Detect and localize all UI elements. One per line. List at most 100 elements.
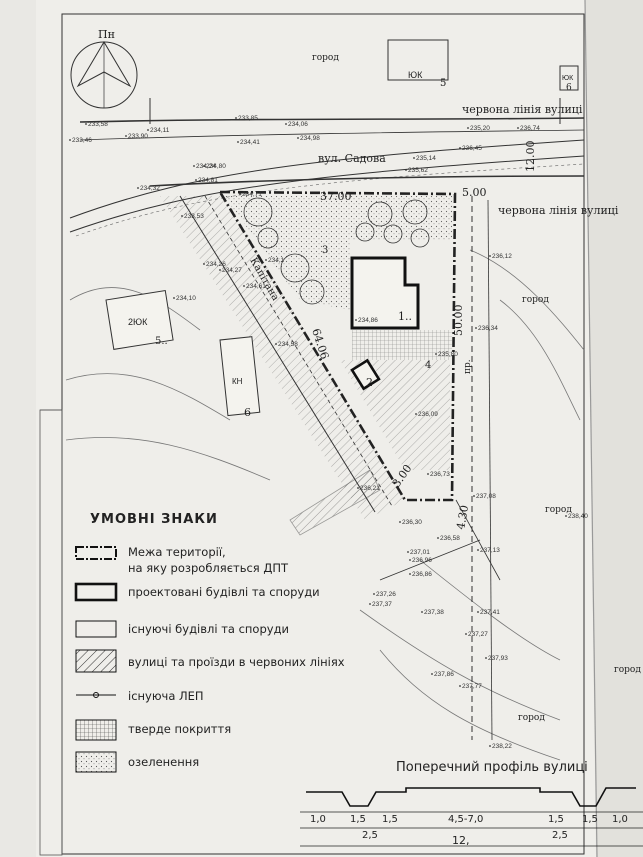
legend-item-label: існуючі будівлі та споруди xyxy=(128,622,289,636)
trees xyxy=(243,197,430,305)
street-profile xyxy=(300,787,643,847)
elevation-point xyxy=(489,745,491,747)
building-1-num: 1.. xyxy=(398,310,412,323)
legend-title: УМОВНІ ЗНАКИ xyxy=(90,512,218,527)
elevation-point xyxy=(195,179,197,181)
elevation-point xyxy=(477,611,479,613)
gorod-right-2: город xyxy=(545,505,572,515)
elevation-point xyxy=(297,137,299,139)
elevation-mark: 234,80 xyxy=(206,163,226,170)
elevation-point xyxy=(137,187,139,189)
elevation-point xyxy=(125,135,127,137)
legend-item-label: озеленення xyxy=(128,755,200,769)
legend-item-label: Межа території,на яку розробляється ДПТ xyxy=(128,545,289,575)
elevation-point xyxy=(357,487,359,489)
elevation-mark: 237,41 xyxy=(480,609,500,616)
elevation-mark: 236,73 xyxy=(430,471,450,478)
elevation-mark: 234,32 xyxy=(140,185,160,192)
left-existing-buildings: 2ЮК 5.. КН 6 xyxy=(105,290,261,419)
elevation-point xyxy=(407,551,409,553)
elevation-point xyxy=(459,685,461,687)
gorod-far-right: город xyxy=(614,665,641,675)
contour-lines xyxy=(65,249,585,761)
elevation-mark: 236,45 xyxy=(462,145,482,152)
elevation-mark: 236,74 xyxy=(520,125,540,132)
profile-subtotal: 2,5 xyxy=(362,830,378,841)
elevation-point xyxy=(85,123,87,125)
elevation-point xyxy=(173,297,175,299)
elevation-mark: 237,38 xyxy=(424,609,444,616)
elevation-point xyxy=(355,319,357,321)
dim-12: 12.00 xyxy=(524,141,537,173)
elevation-marks: 233,58233,90234,11233,85234,06234,41234,… xyxy=(69,115,588,750)
elevation-mark: 234,58 xyxy=(278,341,298,348)
elevation-mark: 235,14 xyxy=(416,155,436,162)
elevation-mark: 237,37 xyxy=(372,601,392,608)
elevation-mark: 235,20 xyxy=(470,125,490,132)
elevation-point xyxy=(489,255,491,257)
elevation-point xyxy=(467,127,469,129)
building-2: 2 xyxy=(350,358,381,391)
street-sadova-label: вул. Садова xyxy=(318,152,386,165)
elevation-mark: 234,10 xyxy=(176,295,196,302)
legend-item-label: існуюча ЛЕП xyxy=(128,689,204,703)
elevation-mark: 235,62 xyxy=(408,167,428,174)
building-2-num: 2 xyxy=(366,376,373,389)
stamp-box xyxy=(39,409,63,856)
elevation-mark: 233,53 xyxy=(184,213,204,220)
elevation-point xyxy=(409,559,411,561)
elevation-mark: 234,27 xyxy=(222,267,242,274)
elevation-mark: 236,12 xyxy=(492,253,512,260)
red-line-right-label: червона лінія вулиці xyxy=(498,204,619,217)
street-sadova: вул. Садова червона лінія вулиці червона… xyxy=(69,98,619,237)
kn-num: 6 xyxy=(244,406,251,419)
elevation-mark: 233,46 xyxy=(72,137,92,144)
profile-segment: 1,0 xyxy=(612,814,628,825)
gorod-top: город xyxy=(312,53,339,63)
left-page-edge xyxy=(0,0,38,857)
pr-label: пр. xyxy=(463,359,473,374)
elevation-point xyxy=(415,413,417,415)
elevation-mark: 237,86 xyxy=(434,671,454,678)
profile-title: Поперечний профіль вулиці xyxy=(396,760,588,775)
dim-5: 5.00 xyxy=(462,186,487,199)
elevation-mark: 234,1 xyxy=(268,257,285,264)
elevation-point xyxy=(219,269,221,271)
elevation-mark: 234,81 xyxy=(198,177,218,184)
kn-label: КН xyxy=(232,377,243,386)
elevation-point xyxy=(193,165,195,167)
profile-segment: 1,5 xyxy=(548,814,564,825)
elevation-point xyxy=(275,343,277,345)
profile-segment: 1,5 xyxy=(382,814,398,825)
elevation-point xyxy=(405,169,407,171)
elevation-point xyxy=(243,285,245,287)
elevation-point xyxy=(203,263,205,265)
elevation-point xyxy=(459,147,461,149)
elevation-mark: 234,11 xyxy=(150,127,170,134)
elevation-point xyxy=(485,657,487,659)
elevation-point xyxy=(477,549,479,551)
elevation-mark: 233,58 xyxy=(88,121,108,128)
elevation-point xyxy=(435,353,437,355)
profile-segment: 4,5-7,0 xyxy=(448,814,484,825)
elevation-mark: 234,06 xyxy=(288,121,308,128)
elevation-mark: 237,77 xyxy=(462,683,482,690)
legend-item-label: проектовані будівлі та споруди xyxy=(128,585,320,599)
legend-item: існуючі будівлі та споруди xyxy=(74,617,374,649)
elevation-mark: 237,26 xyxy=(376,591,396,598)
north-arrow: Пн xyxy=(70,28,138,109)
power-line: пр. xyxy=(379,196,501,741)
elevation-point xyxy=(203,165,205,167)
paper-right-strip xyxy=(585,0,643,857)
elevation-mark: 234,98 xyxy=(300,135,320,142)
elevation-mark: 234,41 xyxy=(240,139,260,146)
gorod-right-1: город xyxy=(522,295,549,305)
left-bldg-label: 2ЮК xyxy=(128,317,148,327)
elevation-mark: 234,24 xyxy=(196,163,216,170)
elevation-mark: 236,96 xyxy=(412,557,432,564)
elevation-point xyxy=(473,495,475,497)
red-line-top-label: червона лінія вулиці xyxy=(462,103,583,116)
elevation-mark: 237,13 xyxy=(480,547,500,554)
elevation-mark: 237,27 xyxy=(468,631,488,638)
dim-37: 37.00 xyxy=(320,190,352,203)
